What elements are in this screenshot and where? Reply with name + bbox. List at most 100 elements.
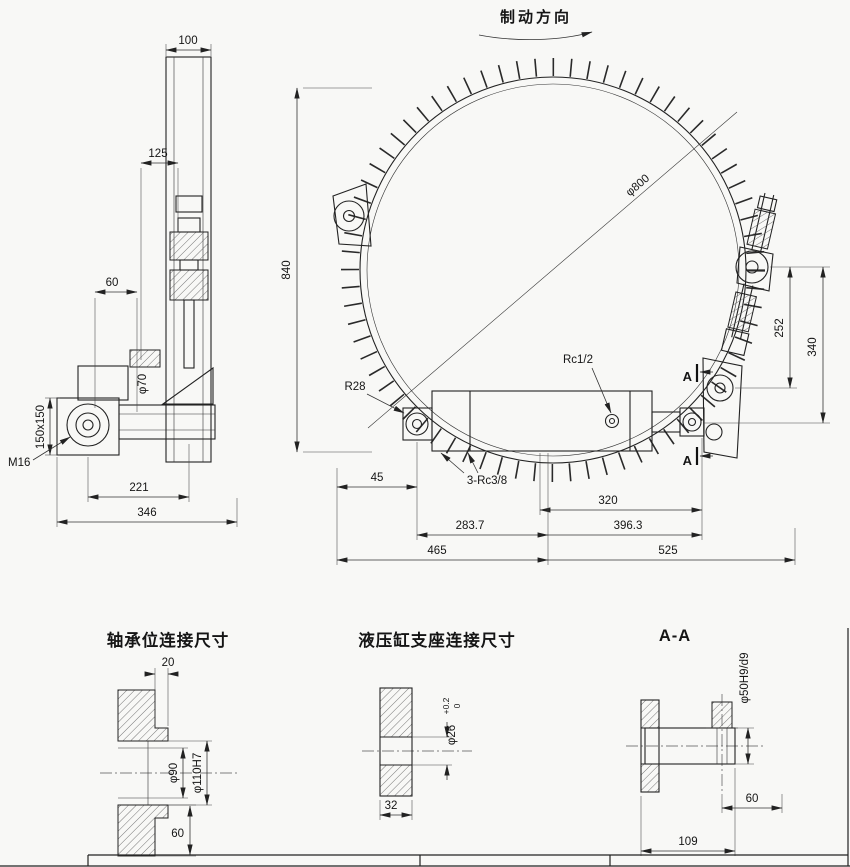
dim-221: 221: [87, 444, 190, 502]
dim-60-section: 60: [721, 793, 783, 813]
dim-dia90-label: φ90: [168, 763, 180, 783]
dim-20-label: 20: [162, 657, 175, 669]
pull-rod-linkage: [702, 192, 778, 459]
dim-3rc38: 3-Rc3/8: [440, 452, 507, 487]
braking-direction-header: 制动方向: [478, 8, 593, 40]
dim-150x150: 150x150: [35, 397, 60, 456]
lever-pin-lower: [705, 423, 723, 441]
detail-bearing-title: 轴承位连接尺寸: [107, 630, 230, 650]
dim-20: 20: [144, 657, 179, 726]
dim-32-label: 32: [385, 800, 398, 812]
dim-109: 109: [640, 768, 736, 856]
dim-125-label: 125: [148, 148, 167, 160]
dim-283_7-396_3: 283.7 396.3: [416, 453, 703, 565]
dim-125: 125: [140, 148, 179, 360]
dim-100: 100: [165, 35, 212, 56]
dim-3rc38-label: 3-Rc3/8: [467, 475, 507, 487]
dim-60-bearing-label: 60: [171, 828, 184, 840]
bearing-housing: [56, 349, 216, 456]
dim-320-label: 320: [598, 495, 617, 507]
dim-dia26-tol-lower: 0: [452, 703, 462, 708]
lever-pin-upper: [706, 374, 734, 402]
drum-diameter-line: [367, 111, 738, 429]
section-label-bottom: A: [683, 453, 693, 468]
hydraulic-cylinder: [402, 390, 705, 452]
dim-221-label: 221: [129, 482, 148, 494]
bell-crank-lever: [702, 357, 743, 459]
rod-bracket: [736, 246, 774, 292]
link-arm: [118, 404, 216, 440]
dim-465-525: 465 525: [336, 528, 796, 565]
drawing-frame: [0, 628, 850, 867]
dim-45: 45: [336, 442, 418, 565]
dim-396_3-label: 396.3: [614, 520, 643, 532]
adjuster-nut: [177, 217, 201, 233]
dim-252-label: 252: [774, 318, 786, 337]
dim-109-label: 109: [678, 836, 697, 848]
dim-840: 840: [281, 87, 372, 453]
dim-525-label: 525: [658, 545, 677, 557]
dim-dia800-label: φ800: [624, 173, 652, 199]
section-a-markers: A A: [683, 364, 713, 468]
dim-340: 340: [704, 266, 830, 424]
dim-m16: M16: [8, 436, 71, 469]
dim-dia70: φ70: [137, 374, 149, 394]
dim-dia26-tol-upper: +0.2: [441, 697, 451, 714]
dim-340-label: 340: [807, 337, 819, 356]
rod-eye: [735, 250, 769, 284]
dim-dia50-label: φ50H9/d9: [739, 653, 751, 704]
bearing-outer: [66, 403, 110, 447]
dim-283_7-label: 283.7: [456, 520, 485, 532]
band-anchor-bracket: [332, 183, 372, 247]
dim-r28: R28: [344, 381, 405, 414]
dim-60-section-label: 60: [746, 793, 759, 805]
dim-320: 320: [539, 438, 703, 540]
dim-r28-label: R28: [344, 381, 365, 393]
dim-252: 252: [735, 266, 797, 389]
arm-rod: [183, 299, 195, 369]
dim-dia26: φ26 +0.2 0: [412, 697, 462, 780]
section-label-top: A: [683, 369, 693, 384]
detail-section-aa-title: A-A: [659, 627, 691, 645]
shaft-dia70: [77, 365, 129, 401]
dim-32: 32: [379, 800, 413, 820]
dim-dia90: φ90: [148, 747, 188, 799]
detail-cylinder-support-title: 液压缸支座连接尺寸: [358, 630, 516, 650]
dim-dia70-label: φ70: [137, 374, 149, 394]
detail-bearing-connection: 轴承位连接尺寸 20 φ90 φ110H7: [100, 630, 237, 857]
threaded-rod: [720, 192, 778, 357]
drum-tick-ring: [341, 58, 765, 482]
bolt-head: [711, 701, 733, 729]
dim-dia110-label: φ110H7: [192, 753, 204, 794]
dim-dia50: φ50H9/d9: [735, 653, 754, 765]
dim-465-label: 465: [427, 545, 446, 557]
drum-outer-circle: [359, 76, 747, 464]
braking-direction-arrow-icon: [478, 31, 593, 40]
detail-cylinder-support: 液压缸支座连接尺寸 φ26 +0.2 0 32: [358, 630, 516, 820]
dim-60-bearing: 60: [118, 804, 196, 857]
dim-m16-label: M16: [8, 457, 30, 469]
dim-840-label: 840: [281, 260, 293, 279]
adjuster-screw-upper: [169, 231, 209, 261]
dim-346: 346: [56, 457, 238, 527]
adjuster-screw-lower: [169, 269, 209, 301]
port-rc12: [604, 413, 620, 429]
drum-inner-circle: [366, 83, 740, 457]
dim-346-label: 346: [137, 507, 156, 519]
arm-gusset: [161, 366, 214, 405]
dim-100-label: 100: [178, 35, 197, 47]
arm-hinge-block: [175, 195, 203, 213]
rod-nut: [756, 195, 778, 213]
pin-section: [644, 727, 736, 765]
lever-arm-assembly: [161, 56, 214, 463]
rod-clevis: [720, 328, 750, 357]
dim-rc12: Rc1/2: [563, 354, 612, 414]
piston-rod: [651, 411, 681, 433]
dim-60-label: 60: [106, 277, 119, 289]
braking-direction-label: 制动方向: [500, 8, 572, 26]
dim-45-label: 45: [371, 472, 384, 484]
dim-150x150-label: 150x150: [35, 405, 47, 449]
clamp-block: [129, 349, 161, 368]
